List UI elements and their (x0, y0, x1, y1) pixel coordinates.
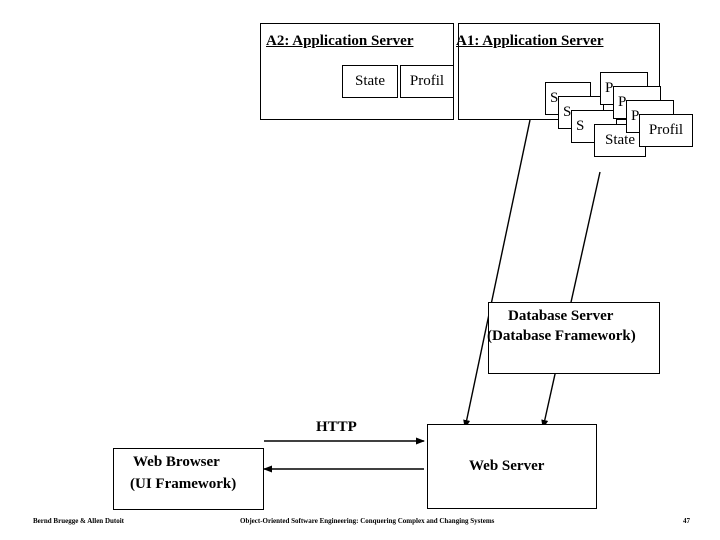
node-app-server-a2-title: A2: Application Server (266, 33, 414, 49)
footer-authors: Bernd Bruegge & Allen Dutoit (33, 517, 124, 525)
component-profil-a2[interactable]: Profil (400, 65, 454, 98)
component-state-a2[interactable]: State (342, 65, 398, 98)
arrow-a2-to-webserver (463, 119, 531, 429)
node-web-browser[interactable] (113, 448, 264, 510)
node-web-server[interactable] (427, 424, 597, 509)
edge-label-http: HTTP (316, 419, 357, 435)
component-profil-a1[interactable]: Profil (639, 114, 693, 147)
node-app-server-a1-title: A1: Application Server (456, 33, 604, 49)
node-database-server-line2: (Database Framework) (487, 328, 636, 344)
node-database-server[interactable] (488, 302, 660, 374)
node-web-server-label: Web Server (469, 458, 545, 474)
footer-book-title: Object-Oriented Software Engineering: Co… (240, 517, 495, 525)
footer-page-number: 47 (683, 517, 690, 525)
node-database-server-line1: Database Server (508, 308, 614, 324)
node-web-browser-line1: Web Browser (133, 454, 220, 470)
arrow-a1-to-webserver (541, 171, 601, 429)
node-web-browser-line2: (UI Framework) (130, 476, 237, 492)
